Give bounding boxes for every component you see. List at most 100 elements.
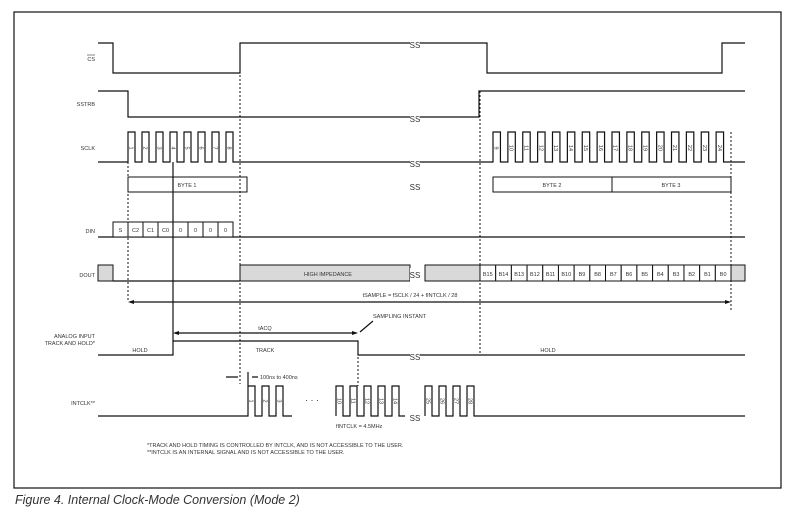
intclk-pulse-number: 12 — [364, 398, 370, 404]
sclk-pulse-number: 19 — [641, 145, 647, 151]
dout-label: DOUT — [79, 273, 95, 279]
byte2-label: BYTE 2 — [543, 183, 562, 189]
dout-bit-label: B2 — [688, 272, 695, 278]
break-symbol: SS — [410, 183, 421, 192]
hold-label-1: HOLD — [132, 348, 147, 354]
sclk-pulse-number: 22 — [686, 145, 692, 151]
intclk-pulse-number: 10 — [336, 398, 342, 404]
tacq-label: tACQ — [258, 326, 272, 332]
sclk-pulse-number: 13 — [552, 145, 558, 151]
break-gap — [410, 38, 420, 52]
sampling-pointer — [359, 320, 374, 333]
dout-bit-label: B8 — [594, 272, 601, 278]
sclk-pulse-number: 11 — [522, 145, 528, 151]
dout-bit-label: B13 — [514, 272, 524, 278]
intclk-frequency: fINTCLK = 4.5MHz — [336, 424, 383, 430]
intclk-waveform — [98, 385, 745, 417]
dout-bit-label: B7 — [610, 272, 617, 278]
din-bit-label: C1 — [147, 228, 154, 234]
sclk-pulse-number: 15 — [582, 145, 588, 151]
byte1-label: BYTE 1 — [178, 183, 197, 189]
intclk-pulse-number: 11 — [350, 398, 356, 404]
sclk-pulse-number: 7 — [212, 146, 218, 149]
figure-caption: Figure 4. Internal Clock-Mode Conversion… — [15, 493, 300, 507]
sstrb-label: SSTRB — [77, 102, 96, 108]
sclk-pulse-number: 8 — [226, 146, 232, 149]
sclk-label: SCLK — [81, 146, 96, 152]
break-gap — [410, 157, 420, 171]
sclk-pulse-number: 16 — [597, 145, 603, 151]
din-bit — [217, 221, 234, 238]
intclk-dots: · · · — [305, 395, 319, 405]
intclk-pulse-number: 25 — [425, 398, 431, 404]
din-bit-label: 0 — [194, 228, 197, 234]
sclk-pulse-number: 24 — [716, 145, 722, 151]
byte1-box — [127, 176, 248, 193]
tsample-label: tSAMPLE = fSCLK / 24 + fINTCLK / 28 — [363, 293, 458, 299]
sclk-pulse-number: 2 — [142, 146, 148, 149]
intclk-pulse-number: 3 — [276, 399, 282, 402]
dout-bit-label: B0 — [720, 272, 727, 278]
dout-bit-label: B6 — [626, 272, 633, 278]
cs-label: CS — [87, 57, 95, 63]
hiz-label: HIGH IMPEDANCE — [304, 272, 352, 278]
dout-bit-label: B15 — [483, 272, 493, 278]
sclk-pulse-number: 12 — [537, 145, 543, 151]
din-bit-label: 0 — [209, 228, 212, 234]
break-symbol: SS — [410, 353, 421, 362]
sclk-waveform — [98, 131, 745, 163]
intclk-pulse-number: 28 — [467, 398, 473, 404]
intclk-label: INTCLK** — [71, 401, 96, 407]
byte3-label: BYTE 3 — [662, 183, 681, 189]
break-symbol: SS — [410, 271, 421, 280]
analog-label-2: TRACK AND HOLD* — [45, 341, 96, 347]
sclk-pulse-number: 21 — [671, 145, 677, 151]
dout-initial — [97, 264, 114, 282]
sclk-pulse-number: 4 — [170, 146, 176, 149]
sclk-pulse-number: 10 — [508, 145, 514, 151]
sclk-pulse-number: 9 — [493, 146, 499, 149]
dout-bit-label: B3 — [673, 272, 680, 278]
dout-bit-label: B5 — [641, 272, 648, 278]
break-gap — [410, 268, 420, 282]
dout-bit-label: B12 — [530, 272, 540, 278]
analog-label-1: ANALOG INPUT — [54, 334, 96, 340]
break-symbol: SS — [410, 41, 421, 50]
din-bit-label: 0 — [224, 228, 227, 234]
din-bit-label: C0 — [162, 228, 169, 234]
dout-bit-label: B4 — [657, 272, 664, 278]
sclk-pulse-number: 23 — [701, 145, 707, 151]
track-label: TRACK — [256, 348, 275, 354]
intclk-pulse-number: 14 — [392, 398, 398, 404]
sclk-pulse-number: 18 — [627, 145, 633, 151]
din-bit-label: S — [119, 228, 123, 234]
sclk-pulse-number: 6 — [198, 146, 204, 149]
dout-bit-label: B11 — [546, 272, 555, 278]
dout-bit-label: B1 — [704, 272, 711, 278]
break-gap — [410, 180, 420, 194]
dout-bit-label: B14 — [499, 272, 509, 278]
din-label: DIN — [86, 229, 96, 235]
sclk-pulse-number: 17 — [612, 145, 618, 151]
dout-bit-label: B10 — [561, 272, 571, 278]
intclk-pulse-number: 2 — [262, 399, 268, 402]
sclk-pulse-number: 14 — [567, 145, 573, 151]
break-gap — [410, 112, 420, 126]
footnote-1: *TRACK AND HOLD TIMING IS CONTROLLED BY … — [147, 443, 404, 449]
sampling-instant-label: SAMPLING INSTANT — [373, 314, 427, 320]
figure-frame — [13, 11, 782, 489]
din-bit-label: C2 — [132, 228, 139, 234]
break-symbol: SS — [410, 414, 421, 423]
intclk-pulse-number: 27 — [453, 398, 459, 404]
cs-waveform — [98, 42, 745, 74]
analog-waveform — [98, 340, 745, 356]
dout-hiz-2 — [424, 264, 481, 282]
sclk-pulse-number: 3 — [156, 146, 162, 149]
footnote-2: **INTCLK IS AN INTERNAL SIGNAL AND IS NO… — [147, 450, 345, 456]
intclk-pulse-number: 1 — [248, 399, 254, 402]
intclk-pulse-number: 13 — [378, 398, 384, 404]
sclk-pulse-number: 5 — [184, 146, 190, 149]
sclk-pulse-number: 1 — [128, 146, 134, 149]
sstrb-waveform — [98, 90, 745, 118]
